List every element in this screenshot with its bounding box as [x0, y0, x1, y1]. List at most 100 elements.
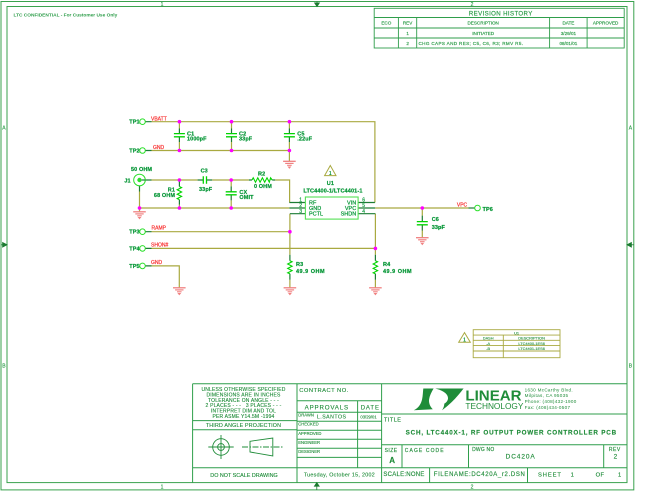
svg-text:Tuesday, October 15, 2002: Tuesday, October 15, 2002	[304, 472, 375, 478]
svg-text:6: 6	[362, 198, 365, 204]
svg-text:0 OHM: 0 OHM	[254, 184, 272, 190]
svg-text:C5: C5	[297, 132, 304, 138]
svg-text:B: B	[2, 364, 6, 370]
svg-text:68 OHM: 68 OHM	[154, 193, 175, 199]
svg-text:REV: REV	[403, 21, 413, 26]
svg-text:SHDN: SHDN	[341, 212, 357, 218]
svg-text:TECHNOLOGY: TECHNOLOGY	[465, 402, 524, 411]
svg-text:33pF: 33pF	[199, 187, 213, 193]
svg-text:TP1: TP1	[129, 120, 139, 126]
svg-text:DC420A: DC420A	[506, 453, 536, 460]
svg-text:APPROVED: APPROVED	[298, 431, 321, 436]
svg-text:2 PLACES - - - 3 PLACES - -: 2 PLACES - - - 3 PLACES - - -	[206, 403, 282, 409]
svg-text:C6: C6	[432, 217, 439, 223]
svg-text:1: 1	[618, 472, 621, 478]
svg-text:U1: U1	[327, 181, 334, 187]
svg-text:OF: OF	[596, 472, 605, 478]
svg-text:GND: GND	[151, 260, 163, 266]
svg-text:1: 1	[406, 31, 409, 36]
svg-text:R3: R3	[296, 262, 303, 268]
svg-text:C2: C2	[239, 132, 246, 138]
svg-text:DIMENSIONS ARE IN INCHES: DIMENSIONS ARE IN INCHES	[206, 392, 281, 398]
svg-text:LTC4400-1ES6: LTC4400-1ES6	[518, 341, 545, 346]
svg-text:4: 4	[362, 209, 365, 215]
svg-text:DASH: DASH	[483, 336, 494, 341]
svg-text:50 OHM: 50 OHM	[131, 167, 152, 173]
svg-text:Phone: (408)432-1900: Phone: (408)432-1900	[525, 399, 577, 404]
svg-text:TP4: TP4	[129, 246, 140, 252]
svg-text:FILENAME:DC420A_r2.DSN: FILENAME:DC420A_r2.DSN	[434, 472, 526, 478]
svg-text:ENGINEER: ENGINEER	[298, 440, 320, 445]
svg-text:Milpitas, CA 95035: Milpitas, CA 95035	[525, 393, 569, 398]
svg-text:INITIATED: INITIATED	[472, 31, 495, 36]
svg-text:TP6: TP6	[483, 207, 493, 213]
svg-text:SCH, LTC440X-1, RF OUTPUT POW: SCH, LTC440X-1, RF OUTPUT POWER CONTROLL…	[406, 429, 617, 436]
svg-text:2: 2	[406, 41, 409, 46]
svg-text:TITLE: TITLE	[384, 418, 401, 424]
svg-text:CAGE CODE: CAGE CODE	[405, 448, 445, 454]
svg-text:U1: U1	[514, 330, 519, 335]
svg-text:TP3: TP3	[129, 230, 139, 236]
svg-text:1: 1	[463, 338, 466, 344]
svg-text:ECO: ECO	[381, 21, 391, 26]
svg-text:TOLERANCE ON ANGLE - - -: TOLERANCE ON ANGLE - - -	[208, 398, 279, 404]
svg-text:THIRD ANGLE PROJECTION: THIRD ANGLE PROJECTION	[206, 423, 281, 429]
svg-text:OMIT: OMIT	[239, 195, 254, 201]
svg-text:LTC4400-1/LTC4401-1: LTC4400-1/LTC4401-1	[303, 188, 362, 194]
svg-text:SIZE: SIZE	[385, 448, 398, 454]
svg-text:VIN: VIN	[347, 200, 356, 206]
svg-text:VPC: VPC	[457, 203, 468, 209]
svg-text:TP2: TP2	[129, 149, 139, 155]
svg-text:CHG CAPS AND RES; C5, C6, R3;: CHG CAPS AND RES; C5, C6, R3; RMV R5.	[419, 41, 524, 46]
svg-text:PER ASME Y14.5M -1994: PER ASME Y14.5M -1994	[212, 414, 274, 420]
svg-text:L.SANTOS: L.SANTOS	[317, 415, 347, 421]
svg-text:R2: R2	[258, 171, 265, 177]
svg-text:DESIGNER: DESIGNER	[298, 449, 320, 454]
svg-text:C3: C3	[201, 168, 208, 174]
svg-text:33pF: 33pF	[239, 137, 253, 143]
svg-text:2: 2	[299, 203, 302, 209]
svg-text:DWG NO: DWG NO	[472, 447, 494, 453]
svg-text:1: 1	[161, 2, 164, 8]
svg-text:-B: -B	[486, 346, 490, 351]
svg-text:INTERPRET DIM AND TOL: INTERPRET DIM AND TOL	[211, 409, 276, 415]
svg-text:2: 2	[471, 2, 474, 8]
svg-text:REV: REV	[609, 447, 621, 453]
svg-text:RF: RF	[309, 200, 317, 206]
svg-text:CONTRACT NO.: CONTRACT NO.	[299, 388, 348, 394]
svg-text:49.9 OHM: 49.9 OHM	[383, 269, 412, 275]
svg-text:APPROVED: APPROVED	[593, 21, 619, 26]
svg-text:J1: J1	[124, 178, 130, 184]
svg-text:3: 3	[299, 209, 302, 215]
svg-text:CX: CX	[239, 190, 247, 196]
svg-text:DESCRIPTION: DESCRIPTION	[467, 21, 498, 26]
svg-text:1: 1	[329, 171, 332, 177]
svg-text:RAMP: RAMP	[152, 226, 167, 232]
svg-text:DESCRIPTION: DESCRIPTION	[518, 336, 545, 341]
svg-text:CHECKED: CHECKED	[298, 422, 318, 427]
svg-text:5: 5	[362, 203, 365, 209]
svg-text:1: 1	[299, 198, 302, 204]
svg-text:A: A	[389, 456, 395, 465]
svg-text:C1: C1	[187, 132, 194, 138]
svg-text:GND: GND	[153, 145, 165, 151]
svg-text:VPC: VPC	[345, 206, 356, 212]
svg-text:VBATT: VBATT	[151, 117, 167, 123]
svg-text:1000pF: 1000pF	[187, 137, 207, 143]
svg-text:LINEAR: LINEAR	[465, 387, 521, 404]
svg-text:SHON#: SHON#	[151, 242, 168, 248]
svg-text:LTC4401-1ES6: LTC4401-1ES6	[518, 346, 545, 351]
svg-text:-A: -A	[486, 341, 490, 346]
svg-text:B: B	[629, 364, 633, 370]
svg-text:03/29/01: 03/29/01	[360, 415, 377, 420]
svg-text:A: A	[629, 125, 633, 131]
svg-text:R4: R4	[383, 262, 391, 268]
svg-text:SHEET: SHEET	[538, 472, 562, 478]
svg-text:.22uF: .22uF	[297, 137, 312, 143]
svg-text:1: 1	[161, 485, 164, 491]
svg-text:UNLESS OTHERWISE SPECIFIED: UNLESS OTHERWISE SPECIFIED	[201, 387, 285, 393]
svg-text:GND: GND	[309, 206, 321, 212]
svg-text:08/01/01: 08/01/01	[559, 41, 577, 46]
svg-text:SCALE:NONE: SCALE:NONE	[383, 472, 424, 478]
svg-text:LTC CONFIDENTIAL - For Custome: LTC CONFIDENTIAL - For Customer Use Only	[14, 13, 118, 19]
